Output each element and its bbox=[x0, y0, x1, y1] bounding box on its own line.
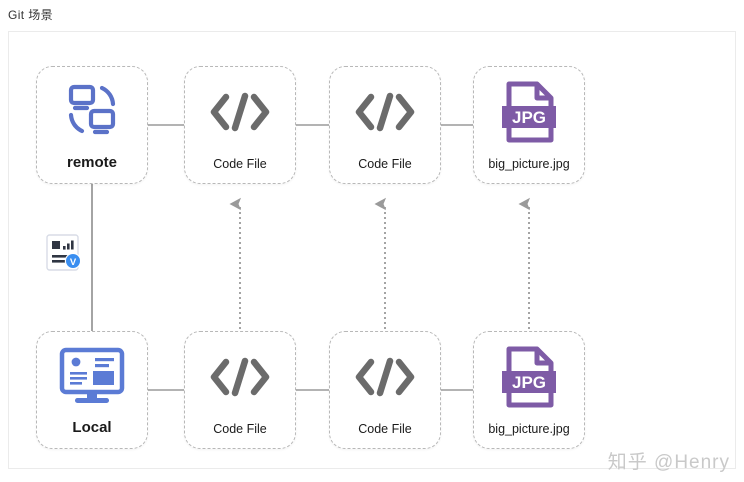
node-code-file-2-label: Code File bbox=[358, 156, 412, 171]
node-jpg-file-2[interactable]: JPG big_picture.jpg bbox=[473, 331, 585, 449]
svg-text:JPG: JPG bbox=[512, 373, 546, 392]
remote-sync-icon bbox=[37, 67, 147, 155]
code-file-icon bbox=[330, 332, 440, 423]
node-code-file-1[interactable]: Code File bbox=[184, 66, 296, 184]
svg-text:V: V bbox=[70, 257, 77, 268]
node-jpg-file-2-label: big_picture.jpg bbox=[488, 421, 570, 436]
verified-v-badge-icon bbox=[66, 254, 80, 268]
node-code-file-1-label: Code File bbox=[213, 156, 267, 171]
code-file-icon bbox=[185, 67, 295, 158]
node-code-file-3-label: Code File bbox=[213, 421, 267, 436]
node-remote[interactable]: remote bbox=[36, 66, 148, 184]
code-file-icon bbox=[185, 332, 295, 423]
node-code-file-2[interactable]: Code File bbox=[329, 66, 441, 184]
report-document-badge[interactable]: V bbox=[46, 234, 82, 272]
diagram-canvas: remote Code File Code bbox=[8, 31, 736, 469]
node-code-file-3[interactable]: Code File bbox=[184, 331, 296, 449]
watermark: 知乎 @Henry bbox=[607, 452, 730, 473]
jpg-file-icon: JPG bbox=[474, 332, 584, 423]
svg-text:JPG: JPG bbox=[512, 108, 546, 127]
node-code-file-4[interactable]: Code File bbox=[329, 331, 441, 449]
jpg-file-icon: JPG bbox=[474, 67, 584, 158]
page-title: Git 场景 bbox=[8, 8, 54, 22]
node-remote-label: remote bbox=[66, 154, 118, 171]
node-jpg-file-1[interactable]: JPG big_picture.jpg bbox=[473, 66, 585, 184]
desktop-monitor-icon bbox=[37, 332, 147, 420]
node-code-file-4-label: Code File bbox=[358, 421, 412, 436]
node-local[interactable]: Local bbox=[36, 331, 148, 449]
node-jpg-file-1-label: big_picture.jpg bbox=[488, 156, 570, 171]
code-file-icon bbox=[330, 67, 440, 158]
node-local-label: Local bbox=[72, 419, 112, 436]
